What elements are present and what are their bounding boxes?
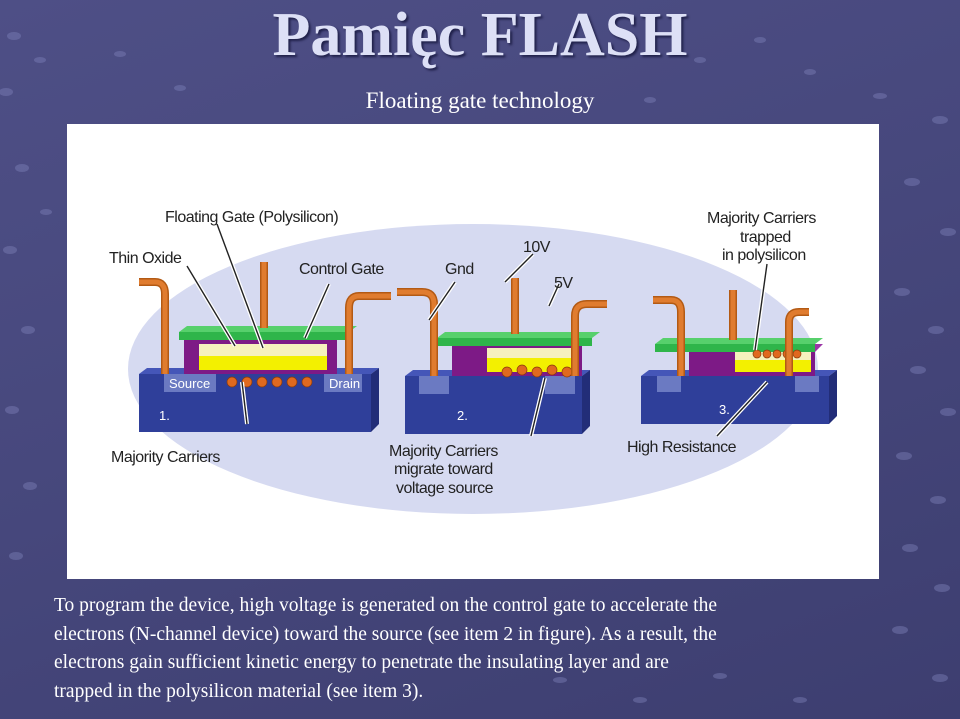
- flash-gate-diagram: Source Drain 1.: [67, 124, 879, 579]
- device-2: 2.: [397, 278, 607, 434]
- caption-line-1: To program the device, high voltage is g…: [54, 595, 717, 616]
- caption-line-4: trapped in the polysilicon material (see…: [54, 680, 424, 702]
- trapped-label-line1: Majority Carriers: [707, 210, 816, 227]
- item-2-label: 2.: [457, 408, 468, 423]
- migrate-label-line1: Majority Carriers: [389, 443, 498, 460]
- caption-line-2: electrons (N-channel device) toward the …: [54, 623, 717, 645]
- slide-subtitle: Floating gate technology: [365, 88, 595, 113]
- caption-text: To program the device, high voltage is g…: [54, 592, 934, 706]
- control-gate-label: Control Gate: [299, 261, 384, 278]
- source-label: Source: [169, 376, 210, 391]
- device-1: Source Drain 1.: [139, 262, 391, 432]
- majority-carriers-label: Majority Carriers: [111, 449, 220, 466]
- slide-title: Pamięc FLASH: [272, 1, 688, 69]
- trapped-label-line2: trapped: [740, 229, 791, 246]
- trapped-label-line3: in polysilicon: [722, 247, 806, 264]
- migrate-label-line3: voltage source: [396, 480, 494, 497]
- high-resistance-label: High Resistance: [627, 439, 737, 456]
- item-3-label: 3.: [719, 402, 730, 417]
- floating-gate-label: Floating Gate (Polysilicon): [165, 209, 338, 226]
- caption-line-3: electrons gain sufficient kinetic energy…: [54, 652, 669, 673]
- thin-oxide-label: Thin Oxide: [109, 250, 182, 267]
- ten-volt-label: 10V: [523, 239, 551, 256]
- diagram-svg: Source Drain 1.: [109, 209, 837, 514]
- drain-label: Drain: [329, 376, 360, 391]
- migrate-label-line2: migrate toward: [394, 461, 493, 478]
- five-volt-label: 5V: [554, 275, 573, 292]
- item-1-label: 1.: [159, 408, 170, 423]
- gnd-label: Gnd: [445, 261, 474, 278]
